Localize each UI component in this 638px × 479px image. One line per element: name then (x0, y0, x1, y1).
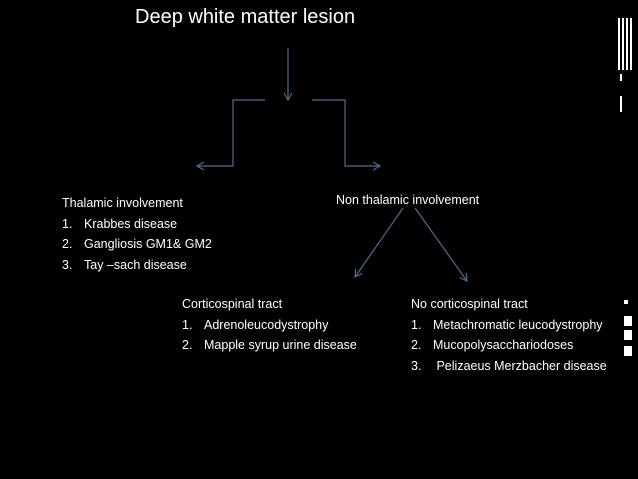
item-number: 1. (62, 216, 73, 231)
deco-bar (624, 346, 632, 356)
item-number: 2. (182, 338, 193, 352)
non-thalamic-node: Non thalamic involvement (336, 193, 480, 207)
item-text: Krabbes disease (84, 216, 178, 231)
item-number: 3. (62, 257, 73, 272)
no-corticospinal-list: 1. Metachromatic leucodystrophy 2. Mucopol… (411, 315, 607, 377)
deco-bar (624, 300, 628, 304)
item-text: Metachromatic leucodystrophy (433, 317, 603, 332)
corticospinal-list: 1. Adrenoleucodystrophy 2. Mapple syrup ur… (182, 315, 357, 356)
list-item: 1. Krabbes disease (62, 214, 212, 235)
list-item: 2. Gangliosis GM1& GM2 (62, 234, 212, 255)
list-item: 1. Metachromatic leucodystrophy (411, 315, 607, 336)
arrow-to-corticospinal (354, 207, 404, 278)
arrow-to-thalamic (195, 99, 265, 171)
list-item: 2. Mucopolysacchariodoses (411, 335, 607, 356)
thalamic-heading: Thalamic involvement (62, 196, 183, 210)
item-number: 2. (411, 338, 422, 352)
item-text: Mapple syrup urine disease (204, 338, 357, 352)
no-corticospinal-node: No corticospinal tract 1. Metachromatic l… (411, 294, 607, 376)
list-item: 2. Mapple syrup urine disease (182, 335, 357, 356)
item-text: Tay –sach disease (84, 257, 187, 272)
decorative-sidebar (610, 0, 638, 479)
item-number: 2. (62, 237, 73, 251)
corticospinal-heading: Corticospinal tract (182, 297, 283, 311)
thalamic-node: Thalamic involvement 1. Krabbes disease 2… (62, 193, 212, 275)
item-number: 1. (411, 317, 422, 332)
list-item: 1. Adrenoleucodystrophy (182, 315, 357, 336)
root-node-title: Deep white matter lesion (135, 6, 356, 28)
item-number: 1. (182, 317, 193, 332)
deco-bar (624, 316, 632, 326)
deco-bar (620, 96, 622, 112)
corticospinal-node: Corticospinal tract 1. Adrenoleucodystrop… (182, 294, 357, 356)
deco-bar (618, 18, 632, 70)
deco-bar (624, 330, 632, 340)
item-text: Mucopolysacchariodoses (433, 338, 574, 352)
arrow-to-non-thalamic (312, 99, 382, 171)
item-text: Gangliosis GM1& GM2 (84, 237, 212, 251)
arrow-to-no-corticospinal (414, 207, 468, 282)
item-text: Pelizaeus Merzbacher disease (433, 358, 607, 373)
list-item: 3. Tay –sach disease (62, 255, 212, 276)
item-number: 3. (411, 358, 422, 373)
thalamic-list: 1.Krabbes disease 2.Gangliosis GM1& GM2 … (62, 214, 212, 276)
deco-bar (620, 74, 622, 81)
no-corticospinal-heading: No corticospinal tract (411, 297, 528, 311)
list-item: 3. Pelizaeus Merzbacher disease (411, 356, 607, 377)
item-text: Adrenoleucodystrophy (204, 317, 329, 332)
